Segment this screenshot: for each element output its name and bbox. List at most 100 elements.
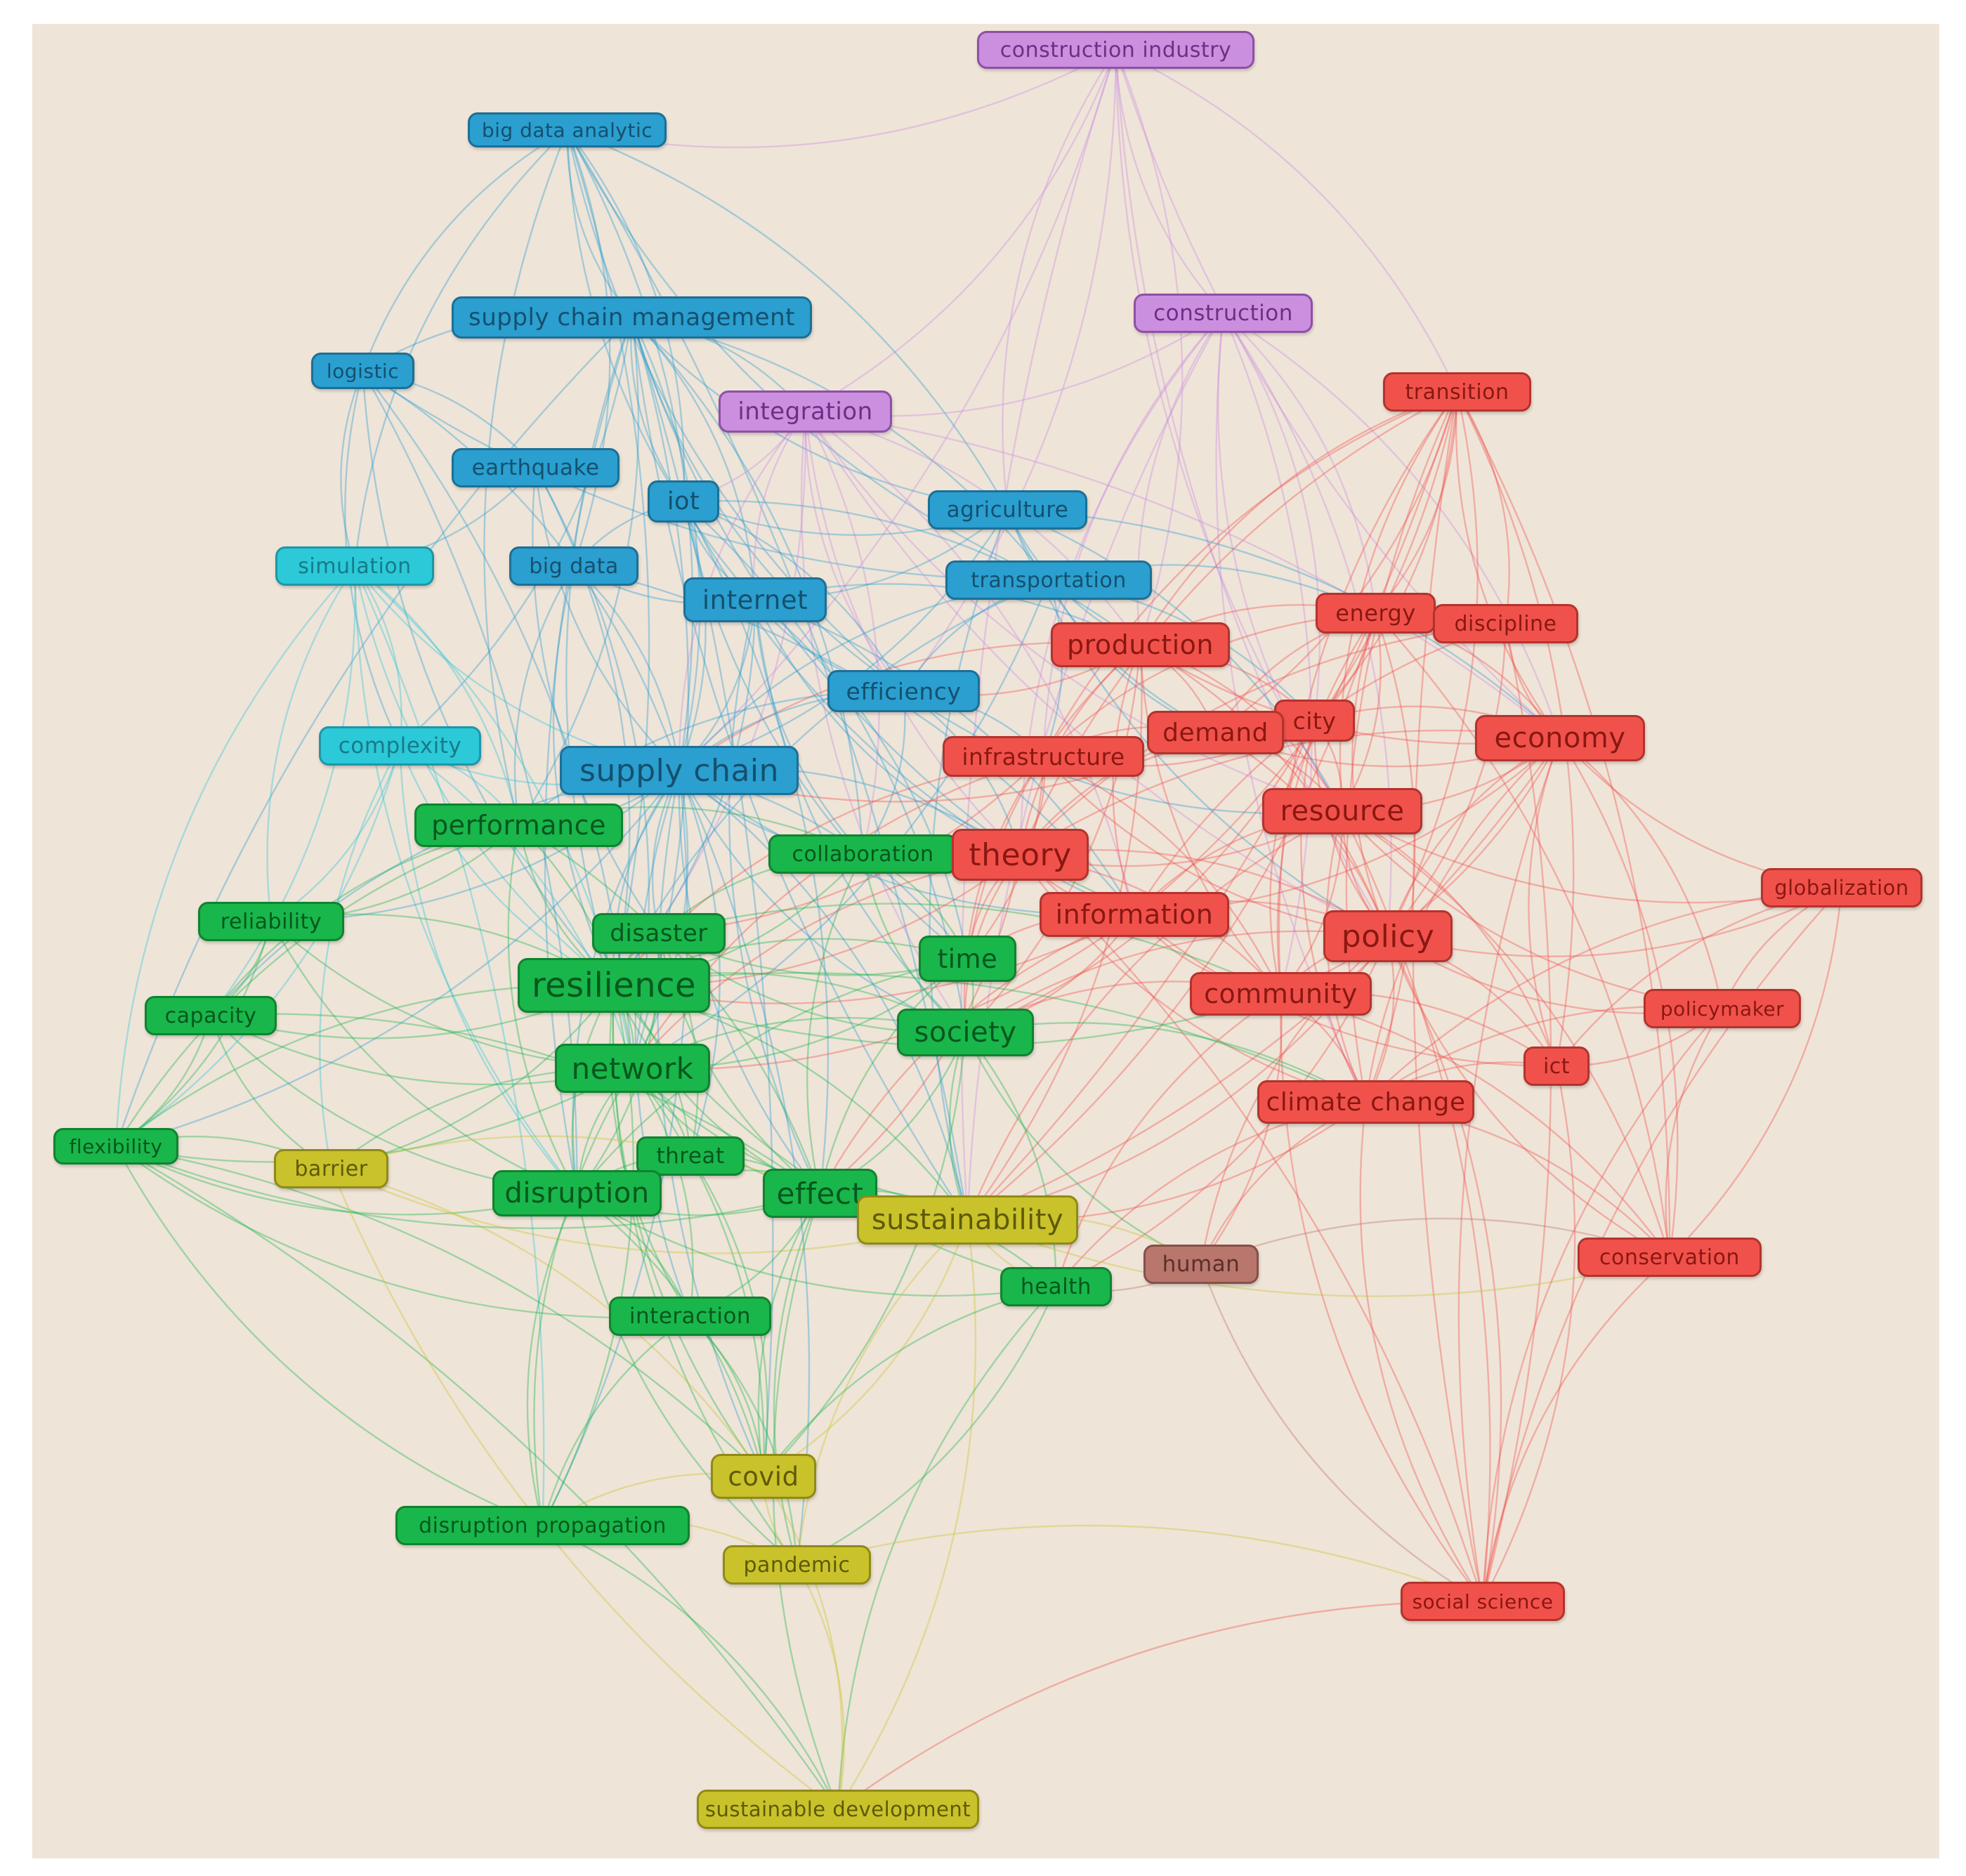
link-supply-chain-management-network [631,317,690,1069]
keyword-node-reliability[interactable]: reliability [198,902,344,941]
link-complexity-reliability [270,745,401,922]
link-reliability-disruption [270,921,577,1195]
keyword-node-simulation[interactable]: simulation [275,546,434,586]
link-resource-conservation [1342,811,1671,1258]
keyword-node-resource[interactable]: resource [1262,788,1422,834]
link-construction-industry-production [1115,49,1184,645]
keyword-node-sustainability[interactable]: sustainability [857,1195,1078,1245]
keyword-node-economy[interactable]: economy [1475,715,1645,761]
link-internet-effect [728,599,821,1194]
keyword-node-community[interactable]: community [1190,972,1372,1016]
link-construction-industry-supply-chain [679,49,1117,771]
keyword-node-disaster[interactable]: disaster [592,913,726,954]
keyword-node-flexibility[interactable]: flexibility [53,1128,178,1165]
link-climate-change-social-science [1359,1101,1484,1602]
keyword-node-effect[interactable]: effect [763,1169,877,1218]
keyword-node-internet[interactable]: internet [683,577,827,622]
keyword-node-barrier[interactable]: barrier [274,1149,388,1188]
link-construction-industry-efficiency [903,49,1117,692]
keyword-node-pandemic[interactable]: pandemic [723,1545,871,1585]
link-city-community [1269,720,1316,995]
keyword-node-agriculture[interactable]: agriculture [928,490,1087,530]
link-construction-industry-transition [1115,48,1458,393]
link-theory-social-science [1019,854,1484,1602]
keyword-node-big-data[interactable]: big data [509,546,638,586]
link-integration-internet [753,411,806,601]
keyword-node-threat[interactable]: threat [636,1136,745,1176]
link-discipline-social-science [1481,623,1552,1602]
keyword-node-conservation[interactable]: conservation [1578,1238,1762,1277]
keyword-node-discipline[interactable]: discipline [1433,604,1578,643]
keyword-node-transportation[interactable]: transportation [945,560,1152,600]
keyword-node-earthquake[interactable]: earthquake [452,448,620,487]
link-capacity-disruption [210,1015,577,1195]
keyword-node-iot[interactable]: iot [648,480,719,523]
keyword-node-policymaker[interactable]: policymaker [1644,989,1801,1028]
link-earthquake-disaster [532,467,660,934]
link-covid-sustainable-development [762,1476,844,1810]
link-resource-sustainability [966,810,1343,1221]
keyword-node-disruption[interactable]: disruption [492,1170,662,1216]
link-integration-economy [805,410,1561,739]
keyword-node-efficiency[interactable]: efficiency [827,670,980,712]
link-social-science-policymaker [1481,1008,1723,1602]
keyword-node-production[interactable]: production [1051,622,1230,667]
link-ict-globalization [1556,886,1842,1067]
keyword-node-capacity[interactable]: capacity [145,996,277,1035]
link-time-disruption [576,957,968,1194]
keyword-node-logistic[interactable]: logistic [311,353,414,389]
link-simulation-disruption-propagation [353,565,545,1526]
link-production-community [1139,644,1282,995]
link-supply-chain-management-complexity [399,317,633,747]
link-supply-chain-management-internet [631,317,756,601]
keyword-node-resilience[interactable]: resilience [518,958,710,1013]
link-flexibility-effect [115,1145,820,1230]
keyword-node-human[interactable]: human [1143,1245,1259,1284]
keyword-node-city[interactable]: city [1274,700,1355,742]
link-social-science-sustainable-development [837,1600,1483,1810]
link-agriculture-supply-chain [679,509,1009,772]
link-construction-industry-construction [1115,49,1224,314]
link-transition-infrastructure [1042,391,1457,757]
link-supply-chain-flexibility [115,770,680,1148]
keyword-node-climate-change[interactable]: climate change [1257,1080,1474,1124]
keyword-node-big-data-analytic[interactable]: big data analytic [468,112,667,147]
keyword-node-social-science[interactable]: social science [1401,1582,1565,1621]
keyword-node-collaboration[interactable]: collaboration [768,834,957,874]
link-disaster-community [658,903,1282,995]
keyword-node-theory[interactable]: theory [952,829,1089,881]
keyword-node-supply-chain-management[interactable]: supply chain management [452,296,812,339]
keyword-node-infrastructure[interactable]: infrastructure [943,736,1144,777]
keyword-node-network[interactable]: network [555,1044,710,1093]
keyword-node-covid[interactable]: covid [711,1454,816,1499]
keyword-node-time[interactable]: time [919,936,1016,982]
keyword-node-construction-industry[interactable]: construction industry [977,31,1254,69]
keyword-node-demand[interactable]: demand [1147,711,1284,754]
link-economy-climate-change [1365,737,1561,1103]
link-supply-chain-management-resilience [565,317,633,986]
keyword-node-energy[interactable]: energy [1316,593,1436,634]
link-society-health [964,1032,1057,1287]
keyword-node-ict[interactable]: ict [1523,1047,1590,1086]
keyword-node-integration[interactable]: integration [719,391,892,433]
keyword-node-globalization[interactable]: globalization [1761,868,1922,907]
keyword-node-policy[interactable]: policy [1323,910,1453,962]
link-earthquake-resilience [535,467,631,986]
link-interaction-pandemic [689,1316,798,1566]
keyword-node-disruption-propagation[interactable]: disruption propagation [395,1506,690,1545]
link-supply-chain-covid [657,770,765,1477]
link-integration-efficiency [804,411,905,692]
link-supply-chain-management-collaboration [631,317,864,855]
keyword-node-interaction[interactable]: interaction [609,1297,771,1336]
keyword-node-information[interactable]: information [1040,892,1229,937]
keyword-node-performance[interactable]: performance [414,803,623,847]
keyword-node-complexity[interactable]: complexity [319,726,481,766]
keyword-node-transition[interactable]: transition [1383,372,1531,412]
keyword-node-supply-chain[interactable]: supply chain [560,746,799,795]
keyword-node-construction[interactable]: construction [1134,294,1313,333]
keyword-node-health[interactable]: health [1000,1267,1112,1306]
keyword-node-sustainable-development[interactable]: sustainable development [697,1790,979,1829]
network-map-canvas: construction industry big data analytic su… [32,24,1939,1858]
link-supply-chain-sustainability [679,770,969,1221]
keyword-node-society[interactable]: society [897,1009,1034,1056]
